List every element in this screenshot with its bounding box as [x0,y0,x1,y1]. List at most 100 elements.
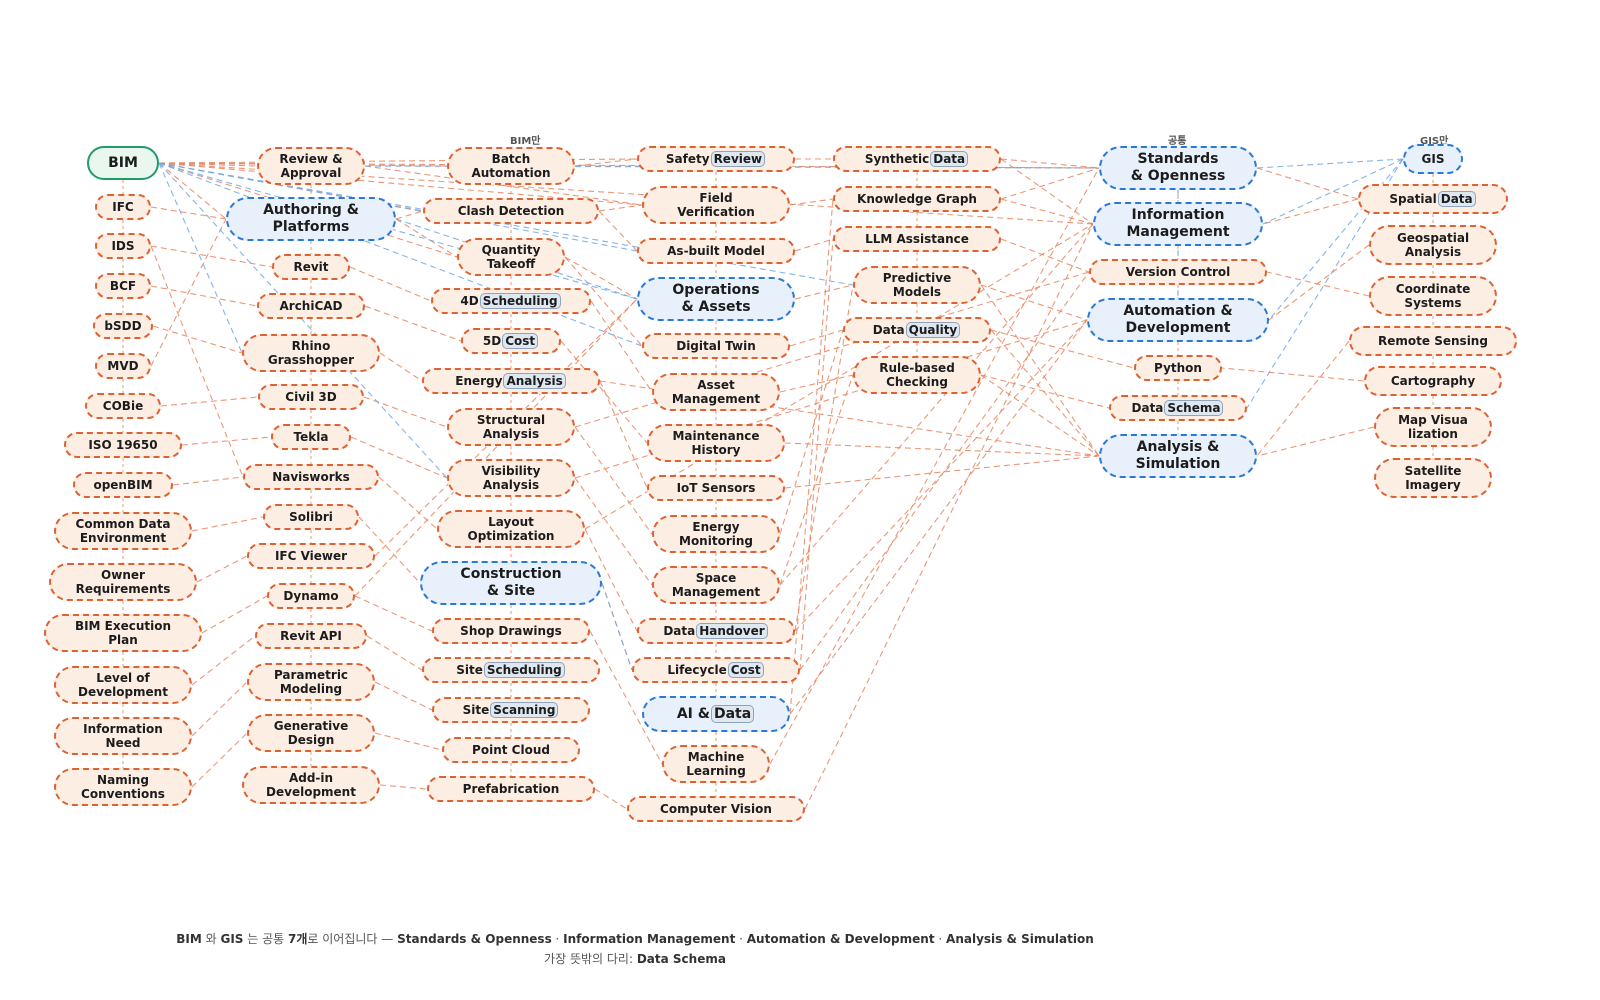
node-remote[interactable]: Remote Sensing [1349,326,1517,356]
edge-asbuilt-llm [794,238,834,252]
node-qto[interactable]: Quantity Takeoff [457,238,565,276]
node-archicad[interactable]: ArchiCAD [257,293,365,319]
edge-space-rulebased [779,374,854,586]
node-revitapi[interactable]: Revit API [255,623,367,649]
node-parametric[interactable]: Parametric Modeling [247,663,375,701]
footer-text: 로 이어집니다 — [307,932,398,946]
edge-ids-navis [150,245,244,478]
node-python[interactable]: Python [1134,355,1222,381]
node-sat[interactable]: Satellite Imagery [1374,458,1492,498]
node-layout[interactable]: Layout Optimization [437,510,585,548]
node-twin[interactable]: Digital Twin [642,333,790,359]
node-ifc[interactable]: IFC [95,194,151,220]
node-infoneed[interactable]: Information Need [54,717,192,755]
node-bim[interactable]: BIM [87,146,159,180]
node-batch[interactable]: Batch Automation [447,147,575,185]
node-structural[interactable]: Structural Analysis [447,408,575,446]
highlight-term: Scanning [490,701,559,719]
node-llm[interactable]: LLM Assistance [833,226,1001,252]
node-ids[interactable]: IDS [95,233,151,259]
node-prefab[interactable]: Prefabrication [427,776,595,802]
node-visibility[interactable]: Visibility Analysis [447,459,575,497]
footer-hub: Automation & Development [746,932,935,946]
node-bcf[interactable]: BCF [95,273,151,299]
node-clash[interactable]: Clash Detection [423,198,599,224]
node-asbuilt[interactable]: As-built Model [637,238,795,264]
node-civil3d[interactable]: Civil 3D [258,384,364,410]
node-shop[interactable]: Shop Drawings [432,618,590,644]
node-cde[interactable]: Common Data Environment [54,512,192,550]
edge-iso-tekla [181,436,272,446]
node-solibri[interactable]: Solibri [263,504,359,530]
edge-energymon-dataquality [779,329,844,535]
node-dynamo[interactable]: Dynamo [267,583,355,609]
node-predictive[interactable]: Predictive Models [853,266,981,304]
node-cv[interactable]: Computer Vision [627,796,805,822]
node-construction[interactable]: Construction & Site [420,561,602,605]
node-lod[interactable]: Level of Development [54,666,192,704]
node-rulebased[interactable]: Rule-based Checking [853,356,981,394]
node-label: Lifecycle [667,662,727,677]
node-owner[interactable]: Owner Requirements [49,563,197,601]
node-iso[interactable]: ISO 19650 [64,432,182,458]
node-openbim[interactable]: openBIM [73,472,173,498]
node-geospatial[interactable]: Geospatial Analysis [1369,225,1497,265]
node-authoring[interactable]: Authoring & Platforms [226,197,396,241]
node-naming[interactable]: Naming Conventions [54,768,192,806]
node-energymon[interactable]: Energy Monitoring [652,515,780,553]
node-infomgmt[interactable]: Information Management [1093,202,1263,246]
node-operations[interactable]: Operations & Assets [637,277,795,321]
node-kg[interactable]: Knowledge Graph [833,186,1001,212]
node-space[interactable]: Space Management [652,566,780,604]
node-cobie[interactable]: COBie [85,393,161,419]
node-rhino[interactable]: Rhino Grasshopper [242,334,380,372]
edge-iot-analysis [784,455,1100,489]
node-mvd[interactable]: MVD [95,353,151,379]
node-version[interactable]: Version Control [1089,259,1267,285]
node-bep[interactable]: BIM Execution Plan [44,614,202,652]
node-ifcviewer[interactable]: IFC Viewer [247,543,375,569]
node-revit[interactable]: Revit [272,254,350,280]
node-carto[interactable]: Cartography [1364,366,1502,396]
node-mapviz[interactable]: Map Visua lization [1374,407,1492,447]
edge-prefab-cv [594,788,628,810]
node-ml[interactable]: Machine Learning [662,745,770,783]
node-gis[interactable]: GIS [1403,144,1463,174]
edge-parametric-sitescan [374,681,433,711]
node-assetmgmt[interactable]: Asset Management [652,373,780,411]
node-iot[interactable]: IoT Sensors [647,475,785,501]
node-standards[interactable]: Standards & Openness [1099,146,1257,190]
node-maint[interactable]: Maintenance History [647,424,785,462]
node-addin[interactable]: Add-in Development [242,766,380,804]
node-analysis[interactable]: Analysis & Simulation [1099,434,1257,478]
footer-bridge: Data Schema [636,952,726,966]
node-automation[interactable]: Automation & Development [1087,298,1269,342]
node-generative[interactable]: Generative Design [247,714,375,752]
edge-gis-standards [1256,158,1404,169]
node-tekla[interactable]: Tekla [271,424,351,450]
edge-bim-twin [158,162,643,347]
edge-solibri-construction [358,516,421,584]
edge-rulebased-dataschema [980,374,1110,409]
node-aidata[interactable]: AI &Data [642,696,790,732]
bim-only-label: BIM만 [510,136,541,147]
node-coord[interactable]: Coordinate Systems [1369,276,1497,316]
node-review[interactable]: Review & Approval [257,147,365,185]
node-fieldver[interactable]: Field Verification [642,186,790,224]
node-navis[interactable]: Navisworks [243,464,379,490]
node-pointcloud[interactable]: Point Cloud [442,737,580,763]
footer-bim: BIM [176,932,202,946]
node-bsdd[interactable]: bSDD [93,313,153,339]
